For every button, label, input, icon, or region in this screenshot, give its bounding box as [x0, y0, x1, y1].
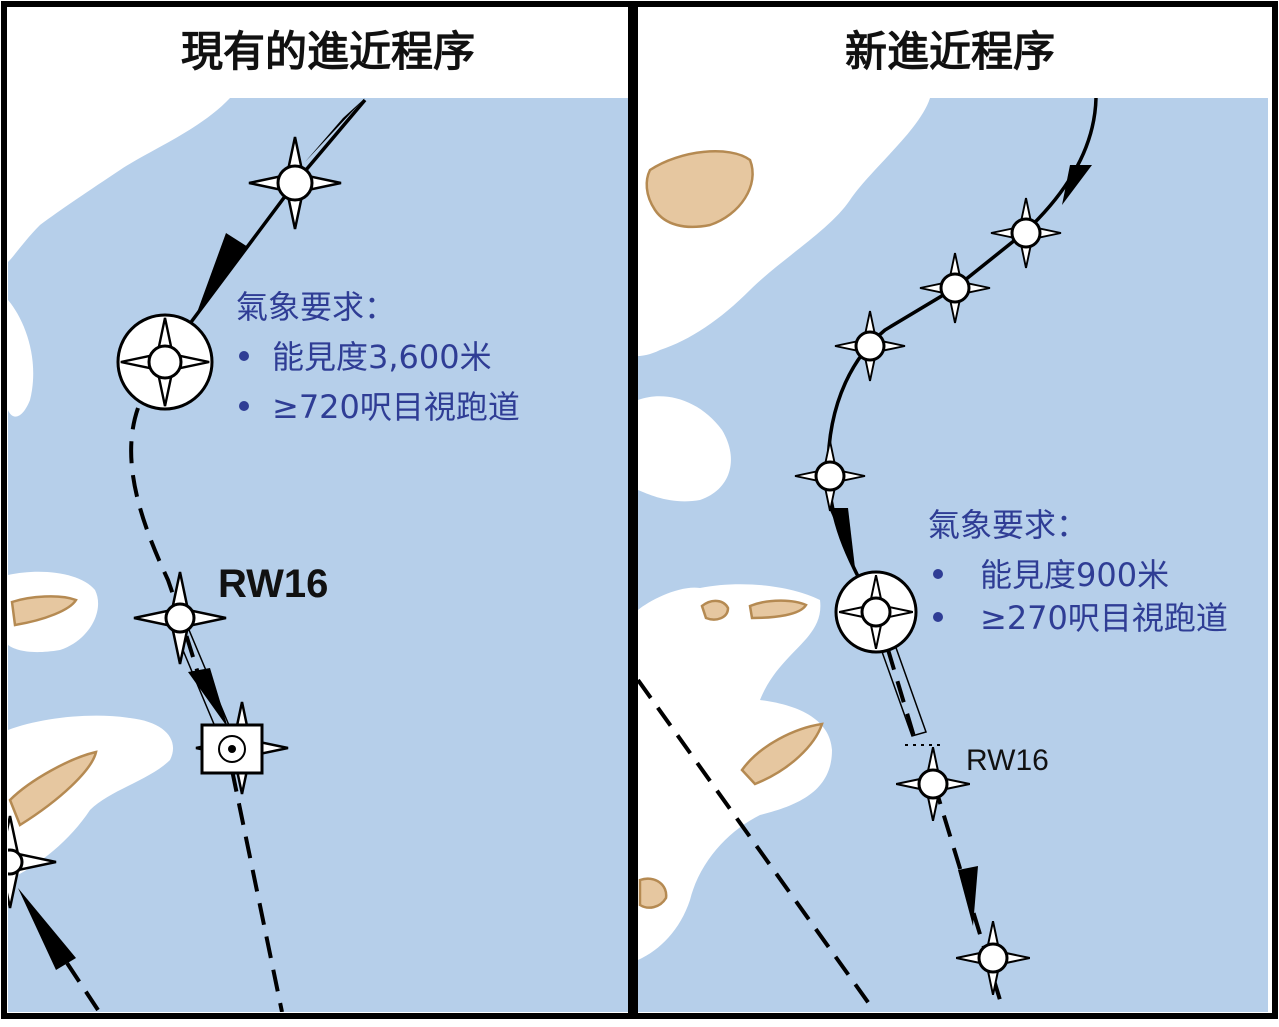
right-waypoint-south: [955, 920, 1031, 996]
right-hill-1: [700, 599, 730, 621]
left-map: [8, 98, 628, 1012]
right-hill-north: [645, 150, 754, 229]
left-edge-waypoint: [8, 814, 58, 910]
right-land-south: [638, 584, 832, 960]
left-arrow-3: [188, 668, 228, 728]
right-panel: 新進近程序: [638, 27, 1268, 1012]
left-hill-2: [8, 750, 98, 827]
left-route-sw: [63, 958, 100, 1012]
left-bullet-2: [239, 401, 249, 411]
right-waypoint-3: [834, 310, 906, 382]
left-panel-title: 現有的進近程序: [181, 27, 475, 76]
right-arrow-1: [1062, 165, 1092, 205]
right-arrow-2: [829, 508, 855, 568]
right-bullet-1: [933, 569, 943, 579]
left-waypoint-1: [247, 135, 343, 231]
left-route-dashed: [129, 407, 202, 681]
panel-divider: [628, 4, 638, 1016]
right-weather-item-2: ≥270呎目視跑道: [980, 599, 1228, 637]
left-route-dashed-south: [230, 769, 284, 1012]
left-navaid-box: [194, 700, 290, 796]
left-hill-1: [10, 595, 78, 627]
right-arrow-3: [958, 866, 978, 926]
right-panel-title: 新進近程序: [845, 27, 1055, 76]
right-weather-item-1: 能見度900米: [980, 556, 1169, 594]
left-arrow-2: [195, 233, 248, 318]
left-bullet-1: [239, 351, 249, 361]
left-panel: 現有的進近程序: [8, 27, 628, 1012]
right-hill-2: [748, 599, 808, 620]
right-waypoint-2: [919, 252, 991, 324]
left-weather-heading: 氣象要求：: [236, 288, 396, 326]
right-hill-4: [638, 877, 668, 909]
right-weather-heading: 氣象要求：: [928, 506, 1088, 544]
right-final-fix: [834, 570, 918, 654]
left-sea: [8, 98, 628, 1012]
right-map: [638, 98, 1268, 1012]
right-hill-3: [740, 722, 824, 786]
left-land-northwest: [8, 300, 34, 417]
right-waypoint-1: [990, 197, 1062, 269]
right-waypoint-4: [794, 440, 866, 512]
right-runway-waypoint: [895, 746, 971, 822]
right-runway-label: RW16: [966, 744, 1049, 777]
left-land-north: [8, 98, 230, 262]
left-runway-waypoint: [132, 570, 228, 666]
left-final-fix: [116, 313, 214, 411]
right-land-west: [638, 396, 731, 502]
left-arrow-1: [305, 98, 365, 162]
left-weather-item-2: ≥720呎目視跑道: [272, 388, 520, 426]
left-runway-label: RW16: [218, 562, 328, 606]
left-weather-item-1: 能見度3,600米: [272, 338, 492, 376]
right-bullet-2: [933, 612, 943, 622]
left-land-southwest: [8, 715, 174, 880]
left-arrow-4: [18, 888, 76, 970]
